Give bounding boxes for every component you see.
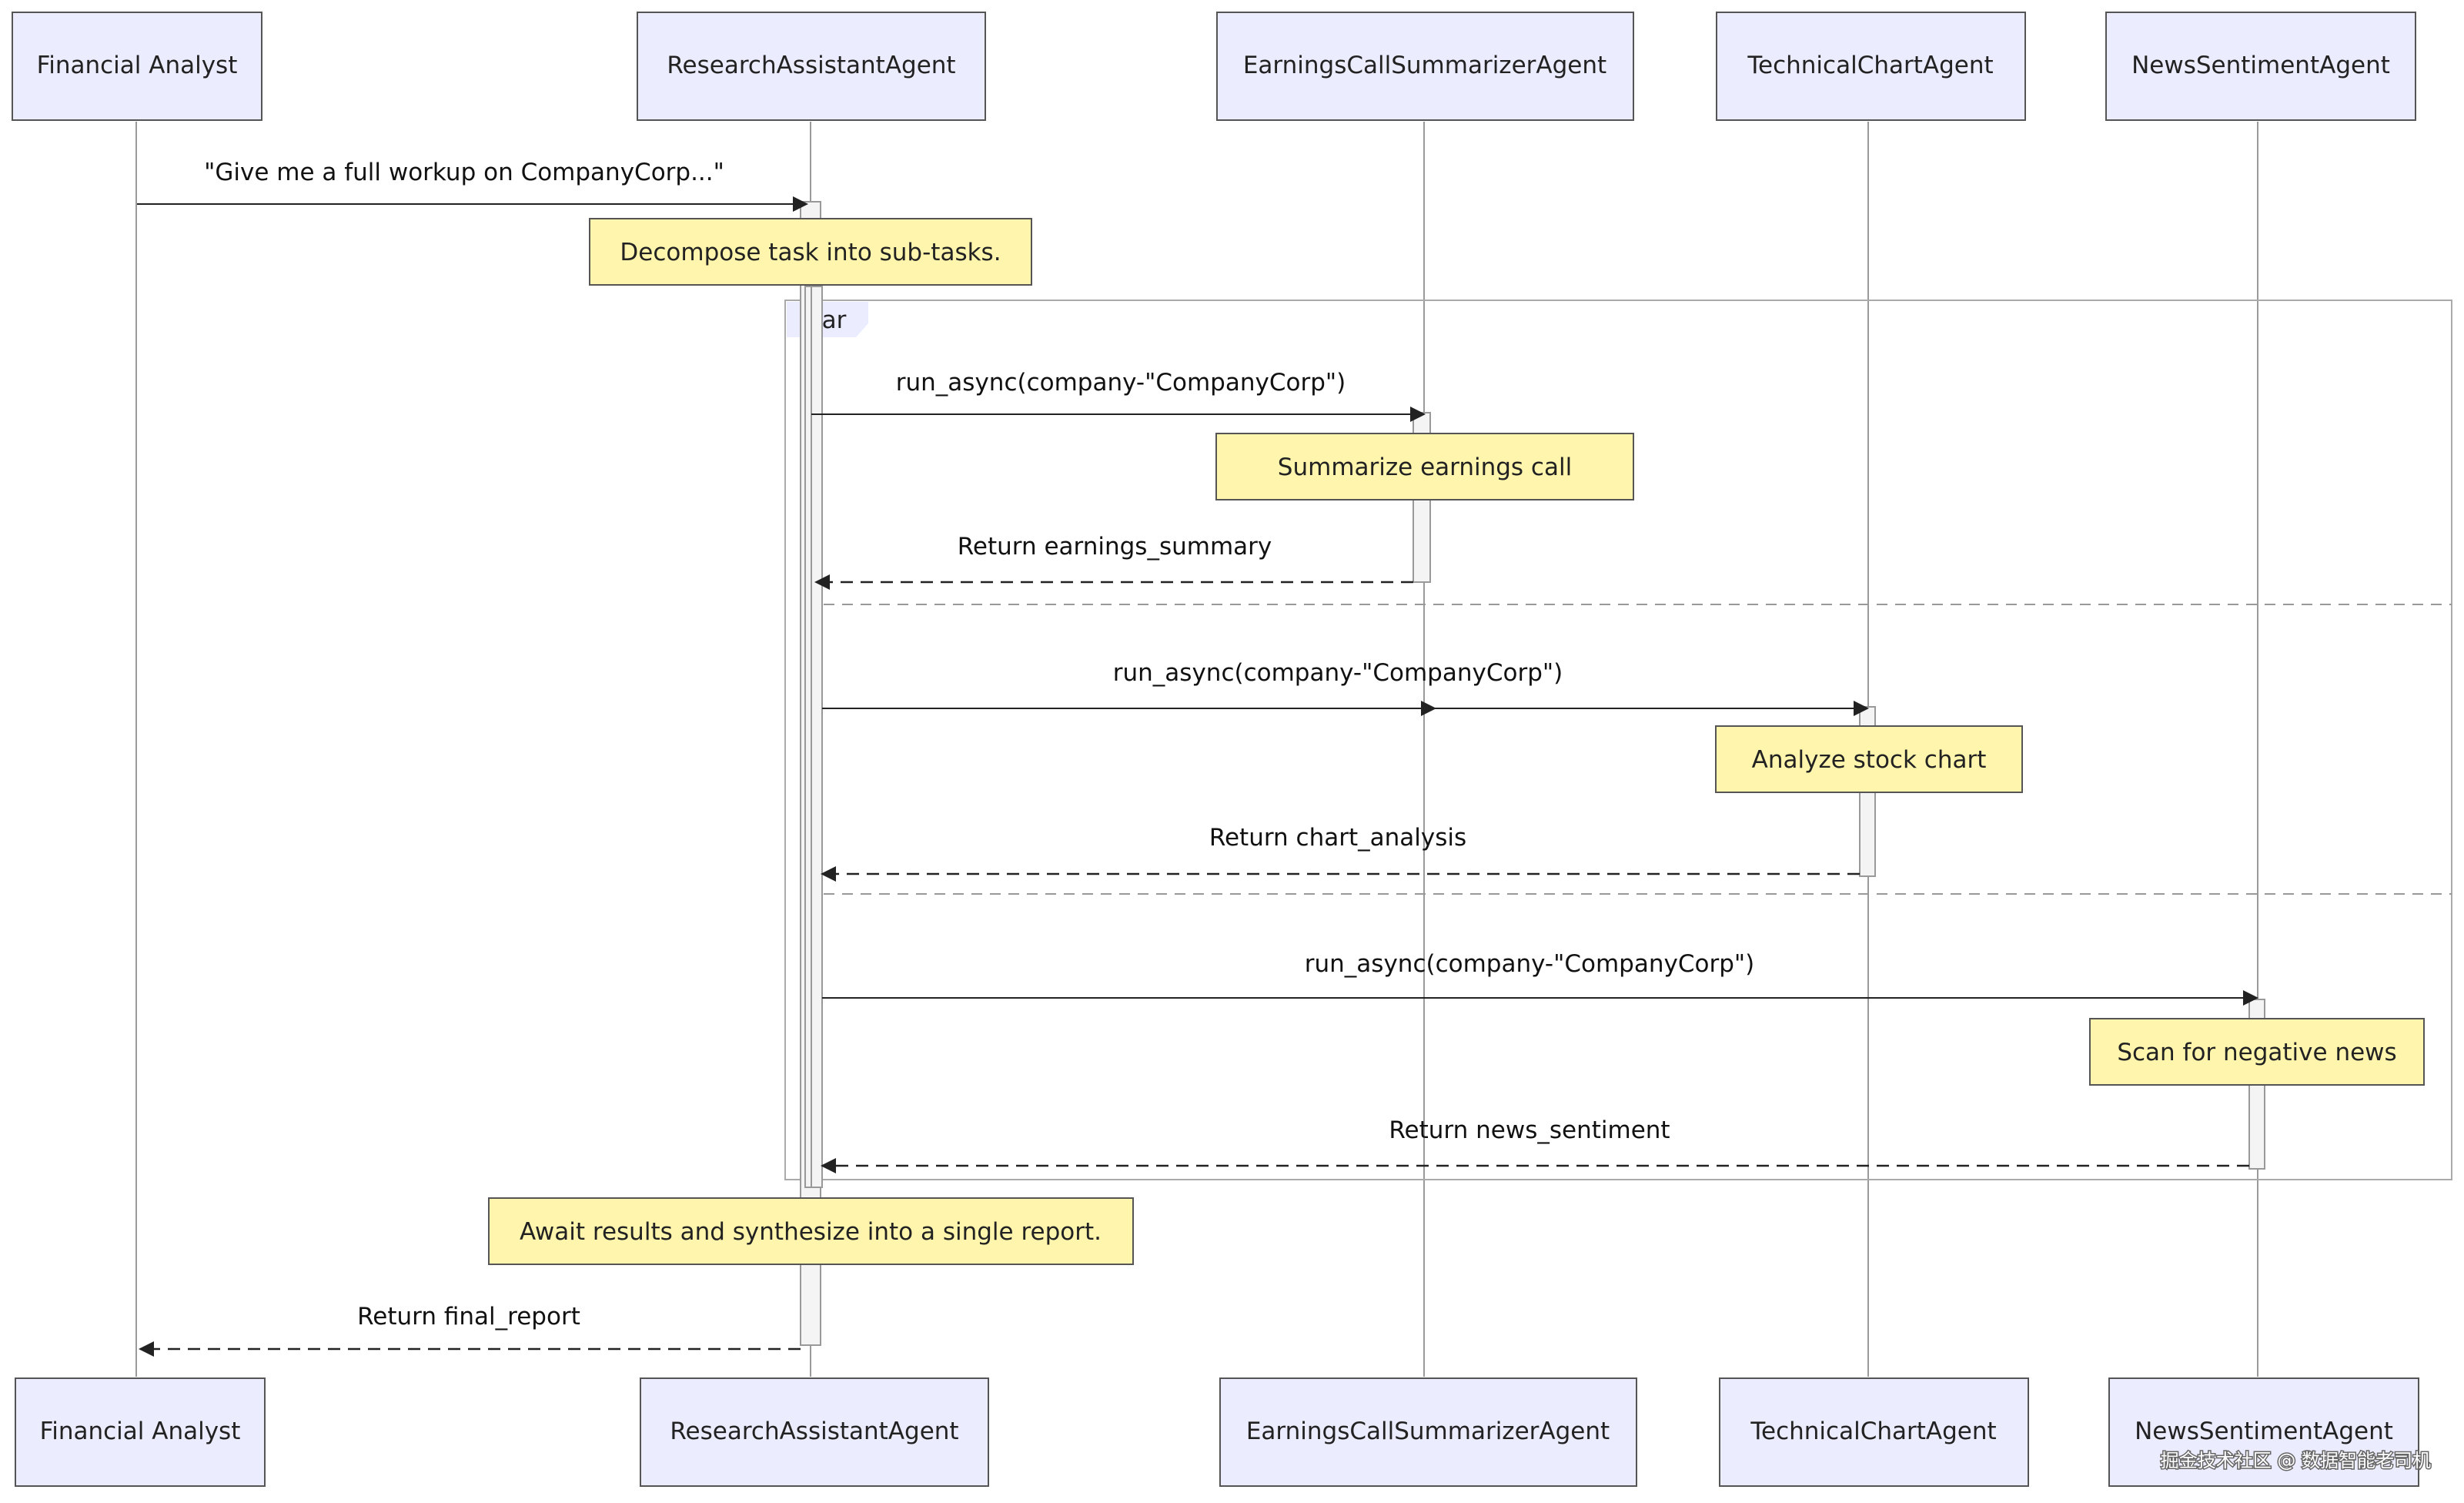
actor-label-technical-chart-agent: TechnicalChartAgent bbox=[1747, 52, 1993, 79]
message-label-return-news: Return news_sentiment bbox=[1389, 1116, 1670, 1144]
par-frame-box bbox=[784, 300, 2452, 1180]
actor-label-financial-analyst-bottom: Financial Analyst bbox=[40, 1418, 241, 1445]
message-label-return-earnings: Return earnings_summary bbox=[958, 533, 1272, 561]
message-label-request: "Give me a full workup on CompanyCorp...… bbox=[204, 159, 724, 186]
watermark-text: 掘金技术社区 @ 数据智能老司机 bbox=[2161, 1450, 2431, 1471]
message-label-run-earnings: run_async(company-"CompanyCorp") bbox=[896, 369, 1346, 397]
note-await bbox=[488, 1197, 1134, 1265]
par-frame: par bbox=[784, 300, 2452, 1180]
actor-box-research-assistant-agent-bottom bbox=[640, 1377, 989, 1487]
actors-bottom: Financial Analyst ResearchAssistantAgent… bbox=[15, 1377, 2419, 1487]
actor-label-research-assistant-agent: ResearchAssistantAgent bbox=[667, 52, 955, 79]
actor-box-news-sentiment-agent-bottom bbox=[2108, 1377, 2419, 1487]
activation-bar bbox=[811, 286, 823, 1188]
actor-label-news-sentiment-agent: NewsSentimentAgent bbox=[2131, 52, 2390, 79]
note-decompose bbox=[589, 218, 1032, 286]
note-analyze bbox=[1715, 725, 2023, 793]
note-analyze-text: Analyze stock chart bbox=[1752, 746, 1987, 774]
actor-box-financial-analyst-bottom bbox=[15, 1377, 266, 1487]
notes: Decompose task into sub-tasks. Summarize… bbox=[488, 218, 2425, 1265]
actor-box-news-sentiment-agent bbox=[2105, 12, 2416, 121]
actor-box-earnings-call-summarizer-agent bbox=[1216, 12, 1634, 121]
actor-box-technical-chart-agent bbox=[1716, 12, 2026, 121]
message-label-return-final: Return final_report bbox=[357, 1303, 580, 1331]
message-label-return-chart: Return chart_analysis bbox=[1209, 824, 1466, 852]
note-decompose-text: Decompose task into sub-tasks. bbox=[620, 239, 1001, 266]
note-summarize bbox=[1215, 433, 1634, 500]
actor-label-earnings-call-summarizer-agent-bottom: EarningsCallSummarizerAgent bbox=[1246, 1418, 1610, 1445]
note-scan-text: Scan for negative news bbox=[2117, 1039, 2396, 1066]
actor-box-financial-analyst bbox=[12, 12, 262, 121]
actor-label-news-sentiment-agent-bottom: NewsSentimentAgent bbox=[2135, 1418, 2393, 1445]
message-label-run-news: run_async(company-"CompanyCorp") bbox=[1305, 950, 1754, 978]
actor-box-technical-chart-agent-bottom bbox=[1719, 1377, 2029, 1487]
actor-label-earnings-call-summarizer-agent: EarningsCallSummarizerAgent bbox=[1243, 52, 1606, 79]
message-arrow-run-chart-mid-marker bbox=[1421, 701, 1436, 716]
actor-label-research-assistant-agent-bottom: ResearchAssistantAgent bbox=[670, 1418, 958, 1445]
note-await-text: Await results and synthesize into a sing… bbox=[520, 1218, 1102, 1246]
message-label-run-chart: run_async(company-"CompanyCorp") bbox=[1113, 659, 1563, 687]
actor-box-research-assistant-agent bbox=[637, 12, 986, 121]
actor-box-earnings-call-summarizer-agent-bottom bbox=[1219, 1377, 1637, 1487]
note-summarize-text: Summarize earnings call bbox=[1278, 454, 1572, 481]
actors-top: Financial Analyst ResearchAssistantAgent… bbox=[12, 12, 2416, 121]
note-scan bbox=[2089, 1018, 2425, 1086]
messages: "Give me a full workup on CompanyCorp...… bbox=[137, 159, 2258, 1357]
actor-label-technical-chart-agent-bottom: TechnicalChartAgent bbox=[1750, 1418, 1996, 1445]
actor-label-financial-analyst: Financial Analyst bbox=[37, 52, 238, 79]
